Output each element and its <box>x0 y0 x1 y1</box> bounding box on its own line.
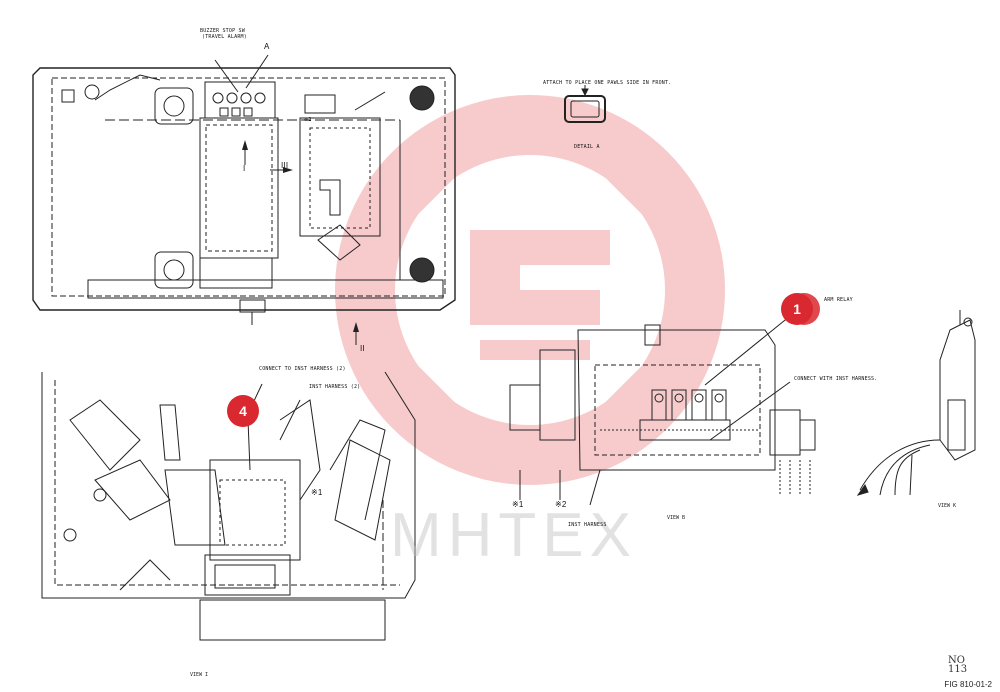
view-b-caption: VIEW B <box>667 515 686 521</box>
view-i-caption: VIEW I <box>190 672 209 678</box>
mark-1-view-b-label: ※1 <box>512 500 524 509</box>
watermark-logo <box>335 95 725 485</box>
arrow-ii-label: II <box>360 344 365 353</box>
view-b-drawing <box>509 311 816 506</box>
buzzer-stop-label-line1: BUZZER STOP SW <box>200 28 245 34</box>
watermark-text: MHTEX <box>390 501 637 570</box>
arrow-iii-label: III <box>281 161 289 170</box>
view-i-drawing <box>41 371 416 641</box>
connect-inst-harness-view-i: CONNECT TO INST HARNESS (2) <box>259 366 346 372</box>
top-plan-view <box>32 54 456 325</box>
mark-2-view-b-label: ※2 <box>555 500 567 509</box>
view-k-drawing <box>856 310 976 496</box>
mark-2-top-label: ※2 <box>304 117 312 123</box>
mark-1-view-i-label: ※1 <box>311 488 323 497</box>
buzzer-stop-label-line2: (TRAVEL ALARM) <box>202 34 247 40</box>
arrow-i-label: I <box>243 164 246 173</box>
attach-note: ATTACH TO PLACE ONE PAWLS SIDE IN FRONT. <box>543 80 672 86</box>
callout-4[interactable]: 4 <box>227 395 259 427</box>
callout-1[interactable]: 1 <box>781 293 813 325</box>
connect-inst-harness-view-b: CONNECT WITH INST HARNESS. <box>794 376 878 382</box>
view-k-caption: VIEW K <box>938 503 957 509</box>
detail-a <box>564 85 606 123</box>
arrow-a-label: A <box>264 42 270 51</box>
inst-harness-2-label: INST HARNESS (2) <box>309 384 361 390</box>
flow-arrows <box>242 140 359 345</box>
figure-reference: FIG 810-01-2 <box>944 680 992 689</box>
corner-code: NO 113 <box>948 655 968 675</box>
inst-harness-view-b-label: INST HARNESS <box>568 522 607 528</box>
arm-relay-label: ARM RELAY <box>824 297 853 303</box>
detail-a-label: DETAIL A <box>574 144 600 150</box>
